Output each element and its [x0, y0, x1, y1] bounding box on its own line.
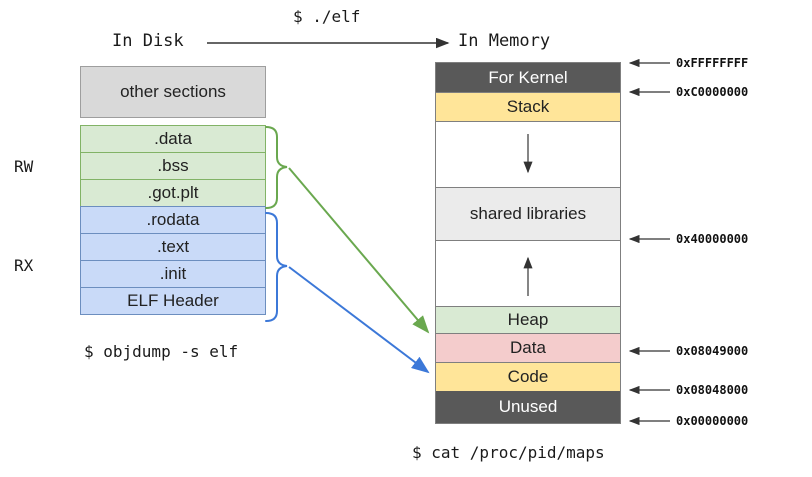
- address-label-40000000: 0x40000000: [676, 232, 749, 246]
- disk-section-init: .init: [80, 260, 266, 288]
- objdump-command: $ objdump -s elf: [84, 342, 239, 361]
- memory-segment-for-kernel: For Kernel: [436, 63, 620, 93]
- memory-segment-unused: Unused: [436, 391, 620, 423]
- disk-section-stack: other sections .data .bss .got.plt .roda…: [80, 66, 266, 315]
- disk-section-bss: .bss: [80, 152, 266, 180]
- rw-to-data-heap-arrow: [288, 167, 430, 334]
- memory-layout-stack: For Kernel Stack shared libraries Heap D…: [435, 62, 621, 424]
- address-label-00000000: 0x00000000: [676, 414, 749, 428]
- memory-segment-shared-libraries: shared libraries: [436, 187, 620, 241]
- disk-section-elf-header: ELF Header: [80, 287, 266, 315]
- disk-title: In Disk: [112, 31, 184, 51]
- memory-segment-stack: Stack: [436, 92, 620, 122]
- memory-segment-heap: Heap: [436, 306, 620, 334]
- proc-maps-command: $ cat /proc/pid/maps: [412, 443, 605, 462]
- disk-section-other-sections: other sections: [80, 66, 266, 118]
- rw-permission-label: RW: [14, 157, 34, 176]
- address-label-08049000: 0x08049000: [676, 344, 749, 358]
- disk-section-got-plt: .got.plt: [80, 179, 266, 207]
- run-command: $ ./elf: [293, 7, 361, 26]
- address-label-08048000: 0x08048000: [676, 383, 749, 397]
- address-label-ffffffff: 0xFFFFFFFF: [676, 56, 749, 70]
- rx-to-code-arrow: [288, 266, 430, 374]
- disk-section-text: .text: [80, 233, 266, 261]
- memory-free-region-upper: [436, 122, 620, 188]
- memory-free-region-lower: [436, 241, 620, 307]
- address-label-c0000000: 0xC0000000: [676, 85, 749, 99]
- disk-section-data: .data: [80, 125, 266, 153]
- memory-segment-data: Data: [436, 333, 620, 363]
- rx-permission-label: RX: [14, 256, 34, 275]
- memory-title: In Memory: [458, 31, 551, 51]
- disk-section-rodata: .rodata: [80, 206, 266, 234]
- memory-segment-code: Code: [436, 362, 620, 392]
- rx-group-brace: [265, 212, 288, 322]
- rw-group-brace: [265, 126, 288, 209]
